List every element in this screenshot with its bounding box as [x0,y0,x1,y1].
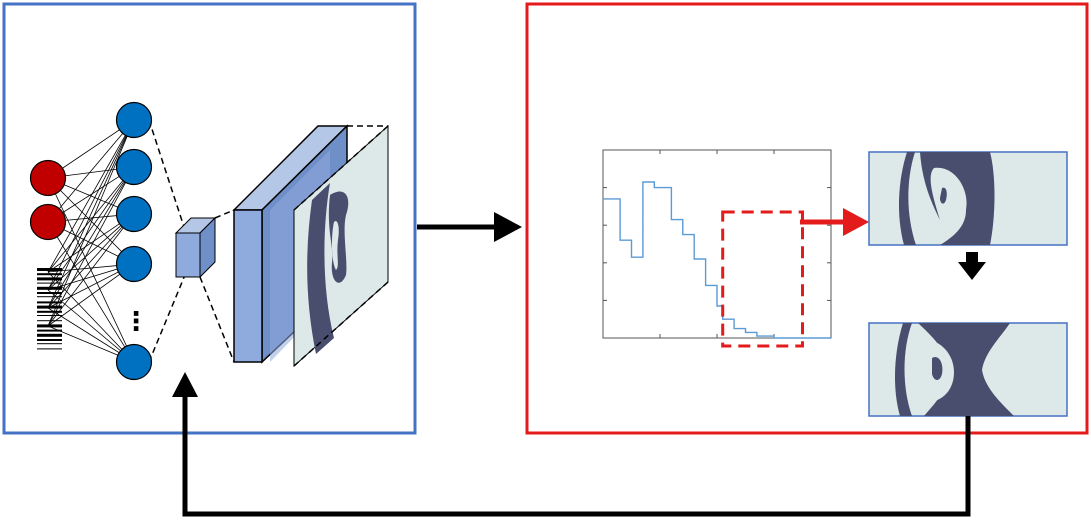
hidden-ellipsis: ⋮ [123,307,149,337]
barcode-bar [37,339,62,341]
network-edge [47,166,135,291]
arrow-down-icon [958,252,986,280]
network-edge [47,119,135,291]
hidden-node [115,195,153,233]
network-dashed-lines [148,119,186,363]
barcode-bar [37,301,62,304]
network-edge [47,166,135,327]
barcode-bar [37,343,62,345]
network-edge [47,221,135,363]
hidden-node [115,148,153,186]
barcode-bar [37,305,62,309]
network-edge [47,119,135,223]
network-edge [47,213,135,327]
network-edge [47,166,135,273]
highlight-box [721,210,805,348]
hidden-node [115,343,153,381]
input-node [29,203,67,241]
barcode-bar [37,324,62,328]
pattern-before [868,151,1068,246]
barcode-icon [37,268,62,350]
barcode-bar [37,310,62,313]
spectrum-line [603,181,831,339]
network-edge [47,289,135,363]
barcode-bar [37,333,62,337]
barcode-bar [37,296,62,298]
barcode-bar [37,273,62,276]
network-edge [47,119,135,273]
network-edge [47,271,135,363]
feedback-arrowhead [172,372,198,397]
barcode-bar [37,282,62,284]
plot-frame [602,149,832,339]
red-arrow-icon [800,208,869,236]
barcode-bar [37,329,62,332]
input-nodes [29,159,67,241]
network-edge [47,119,135,309]
barcode-bar [37,320,62,322]
barcode-bar [37,315,62,316]
feature-block-icon [174,216,217,279]
hidden-node [115,245,153,283]
spectrum-plot [602,149,832,348]
network-edge [47,166,135,309]
deconv-dashed-lines [199,125,388,363]
input-node [29,159,67,197]
hidden-node [115,101,153,139]
generated-pattern [293,124,389,368]
barcode-bar [37,348,62,350]
barcode-bar [37,277,62,281]
hidden-nodes [115,101,153,381]
network-edge [47,119,135,327]
barcode-bar [37,292,62,294]
barcode-bar [37,286,62,290]
plot-ticks [603,150,831,338]
network-edge [47,177,135,265]
barcode-bar [37,268,62,271]
pattern-after [868,322,1068,417]
arrow-right-icon [417,212,522,242]
feedback-arrow-icon [182,395,971,517]
